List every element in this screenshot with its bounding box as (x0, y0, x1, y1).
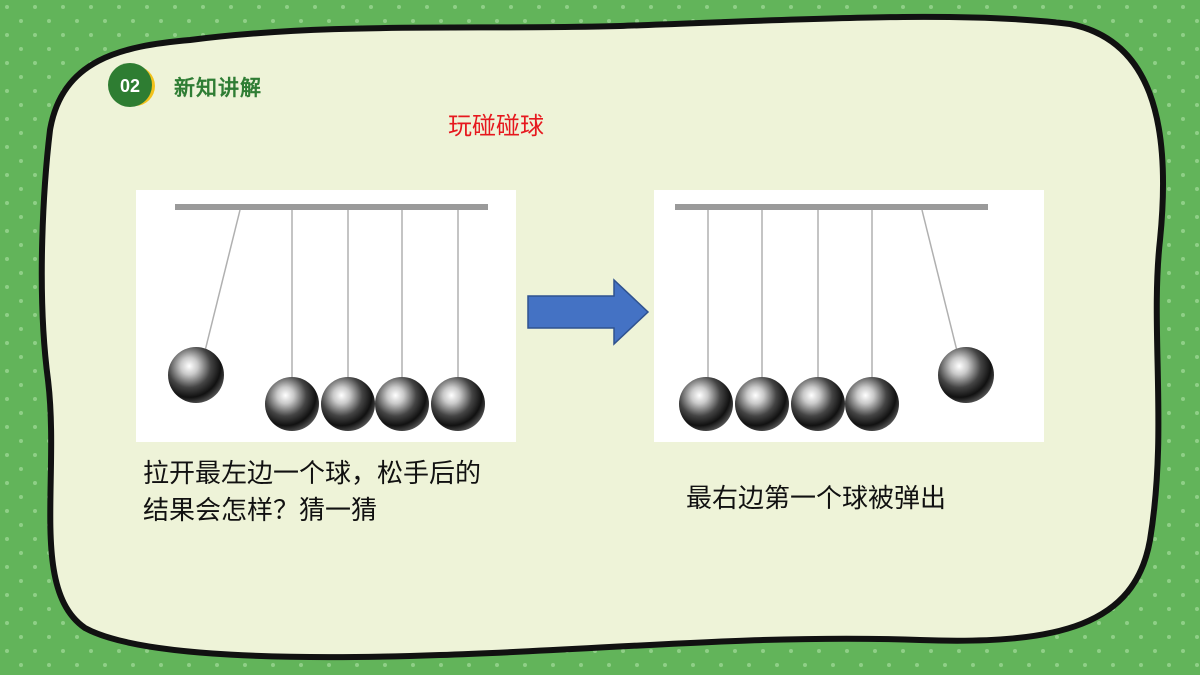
content-panel (38, 13, 1167, 661)
caption-before: 拉开最左边一个球，松手后的结果会怎样？猜一猜 (143, 459, 482, 526)
cradle-image-before (136, 190, 516, 442)
section-number: 02 (120, 76, 140, 96)
section-label: 新知讲解 (174, 76, 262, 100)
right-arrow-icon (527, 278, 650, 346)
cradle-image-after (654, 190, 1044, 442)
section-badge (108, 63, 152, 107)
caption-after: 最右边第一个球被弹出 (686, 484, 947, 514)
slide-title: 玩碰碰球 (448, 112, 544, 140)
